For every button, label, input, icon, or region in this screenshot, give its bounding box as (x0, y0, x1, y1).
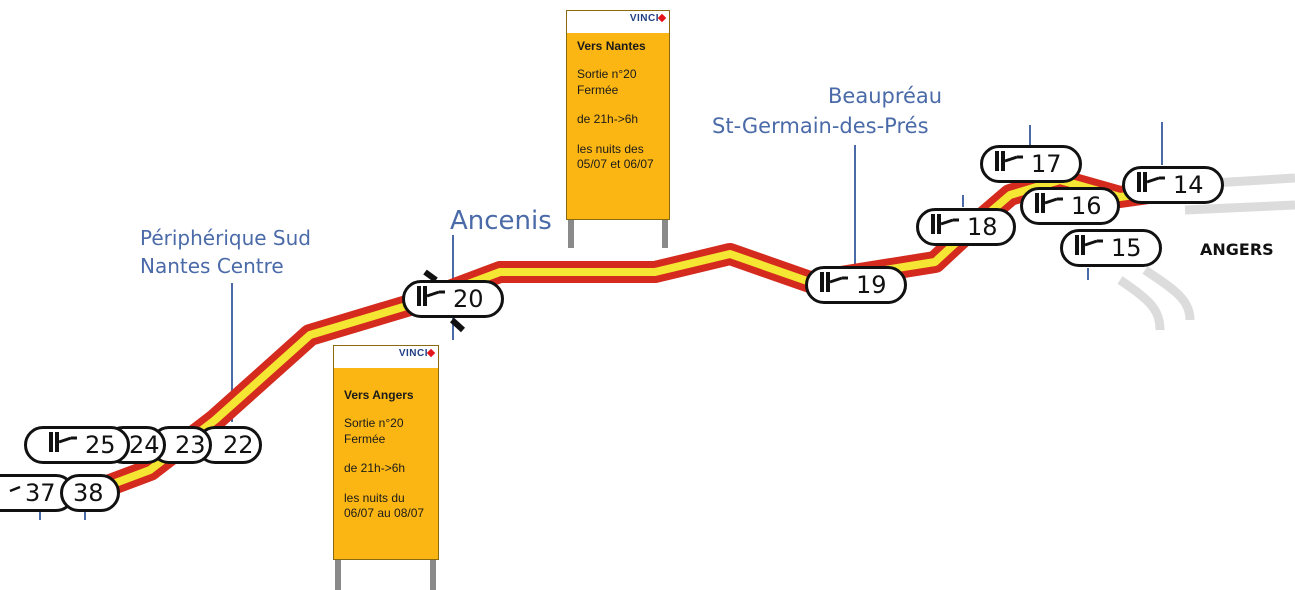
exit-ramp-icon (993, 149, 1027, 179)
sign-line: Sortie n°20 (344, 416, 404, 430)
exit-number: 38 (73, 479, 104, 507)
sign-line: les nuits du 06/07 au 08/07 (344, 490, 425, 521)
exit-badge-20: 20 (402, 280, 504, 318)
exit-ramp-icon (415, 284, 449, 314)
exit-ramp-icon (1135, 170, 1169, 200)
exit-ramp-icon (1033, 191, 1067, 221)
closure-mark-bottom (449, 317, 466, 333)
sign-post (662, 218, 668, 248)
exit-ramp-icon (1073, 233, 1107, 263)
exit-ramp-icon (47, 430, 81, 460)
place-beaupreau: Beaupréau (828, 84, 943, 108)
vinci-logo: VINCI (567, 11, 669, 33)
sign-post (568, 218, 574, 248)
exit-badge-15: 15 (1060, 229, 1162, 267)
road-inner (68, 176, 1171, 504)
closure-sign-vers-angers: VINCI Vers Angers Sortie n°20 Fermée de … (333, 345, 439, 560)
sign-line: Fermée (344, 431, 386, 446)
exit-number: 22 (223, 431, 254, 459)
exit-ramp-icon (9, 479, 21, 507)
exit-number: 24 (129, 431, 160, 459)
sign-post (430, 560, 436, 590)
exit-number: 20 (453, 285, 484, 313)
sign-line: les nuits des 05/07 et 06/07 (577, 141, 654, 172)
place-angers: ANGERS (1200, 240, 1274, 259)
exit-badge-16: 16 (1020, 187, 1120, 225)
exit-badge-19: 19 (805, 266, 907, 304)
closure-sign-vers-nantes: VINCI Vers Nantes Sortie n°20 Fermée de … (566, 10, 670, 220)
exit-number: 19 (856, 271, 887, 299)
exit-number: 37 (25, 479, 56, 507)
exit-number: 23 (175, 431, 206, 459)
place-ancenis: Ancenis (450, 206, 552, 236)
exit-ramp-icon (818, 270, 852, 300)
exit-number: 14 (1173, 171, 1204, 199)
sign-direction: Vers Angers (344, 388, 414, 402)
place-nantes-centre: Nantes Centre (140, 254, 284, 278)
closure-mark-top (423, 269, 438, 283)
sign-line: Fermée (577, 82, 619, 97)
place-peripherique-sud: Périphérique Sud (140, 226, 311, 250)
exit-number: 18 (967, 213, 998, 241)
sign-line: de 21h->6h (344, 461, 406, 476)
sign-line: de 21h->6h (577, 112, 639, 127)
sign-direction: Vers Nantes (577, 39, 646, 53)
sign-line: Sortie n°20 (577, 67, 637, 81)
place-st-germain: St-Germain-des-Prés (712, 114, 929, 138)
exit-badge-18: 18 (916, 208, 1016, 246)
exit-number: 17 (1031, 150, 1062, 178)
exit-badge-25: 25 (24, 426, 130, 464)
exit-number: 16 (1071, 192, 1102, 220)
exit-number: 25 (85, 431, 116, 459)
vinci-logo: VINCI (334, 346, 438, 368)
exit-number: 15 (1111, 234, 1142, 262)
exit-badge-14: 14 (1122, 166, 1224, 204)
exit-badge-17: 17 (980, 145, 1082, 183)
exit-badge-38: 38 (60, 474, 120, 512)
sign-post (335, 560, 341, 590)
exit-ramp-icon (929, 212, 963, 242)
